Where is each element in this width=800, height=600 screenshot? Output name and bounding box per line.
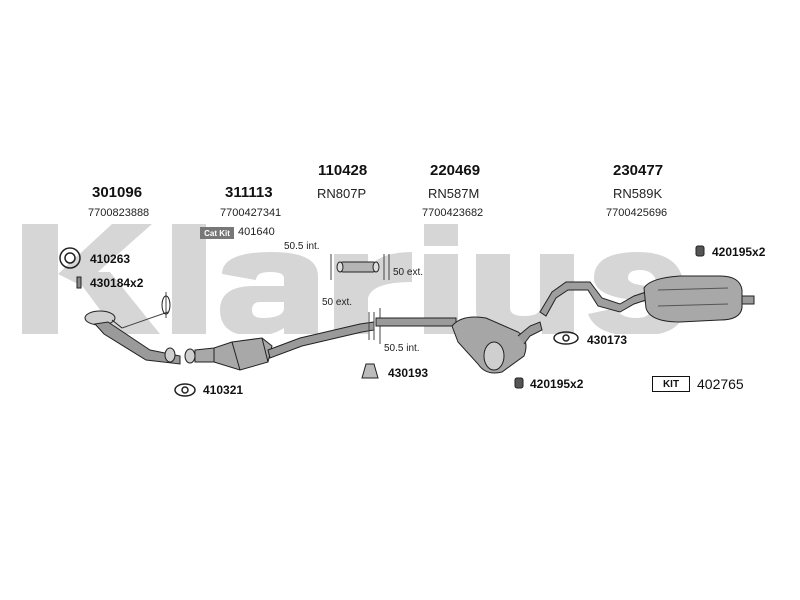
gasket-410263-icon bbox=[59, 247, 81, 269]
centre-silencer-drawing bbox=[368, 308, 543, 374]
accessory-430173: 430173 bbox=[587, 333, 628, 347]
part-number-110428: 110428 bbox=[318, 162, 368, 179]
oe-number-230477: 7700425696 bbox=[606, 207, 668, 219]
kit-badge: KIT bbox=[652, 376, 690, 392]
dimension-label-2: 50 ext. bbox=[393, 267, 424, 278]
cat-kit-number: 401640 bbox=[238, 226, 275, 238]
mounting-430193-icon bbox=[361, 363, 379, 379]
accessory-430184: 430184x2 bbox=[90, 276, 144, 290]
part-number-230477: 230477 bbox=[613, 162, 664, 179]
accessory-430193: 430193 bbox=[388, 366, 429, 380]
oe-number-311113: 7700427341 bbox=[220, 207, 282, 219]
dimension-label-4: 50.5 int. bbox=[384, 343, 420, 354]
dimension-label-3: 50 ext. bbox=[322, 297, 353, 308]
dimension-label-1: 50.5 int. bbox=[284, 241, 320, 252]
front-pipe-drawing bbox=[84, 292, 181, 365]
connector-sleeve-drawing bbox=[330, 254, 390, 280]
gasket-430173-icon bbox=[553, 331, 579, 345]
clamp-420195-bottom-icon bbox=[514, 377, 524, 389]
part-number-220469: 220469 bbox=[430, 162, 481, 179]
ref-number-230477: RN589K bbox=[613, 186, 663, 201]
cat-kit-badge: Cat Kit bbox=[200, 227, 234, 239]
oe-number-301096: 7700823888 bbox=[88, 207, 150, 219]
part-number-301096: 301096 bbox=[92, 184, 143, 201]
accessory-420195-bottom: 420195x2 bbox=[530, 377, 584, 391]
oe-number-220469: 7700423682 bbox=[422, 207, 484, 219]
ref-number-110428: RN807P bbox=[317, 186, 367, 201]
kit-number: 402765 bbox=[697, 376, 744, 392]
catalytic-converter-drawing bbox=[184, 321, 375, 371]
gasket-410321-icon bbox=[174, 383, 196, 397]
rear-silencer-drawing bbox=[539, 275, 755, 323]
accessory-420195-top: 420195x2 bbox=[712, 245, 766, 259]
accessory-410321: 410321 bbox=[203, 383, 244, 397]
ref-number-220469: RN587M bbox=[428, 186, 480, 201]
part-number-311113: 311113 bbox=[225, 184, 273, 201]
stud-430184-icon bbox=[76, 276, 82, 289]
clamp-420195-top-icon bbox=[695, 245, 705, 257]
accessory-410263: 410263 bbox=[90, 252, 131, 266]
